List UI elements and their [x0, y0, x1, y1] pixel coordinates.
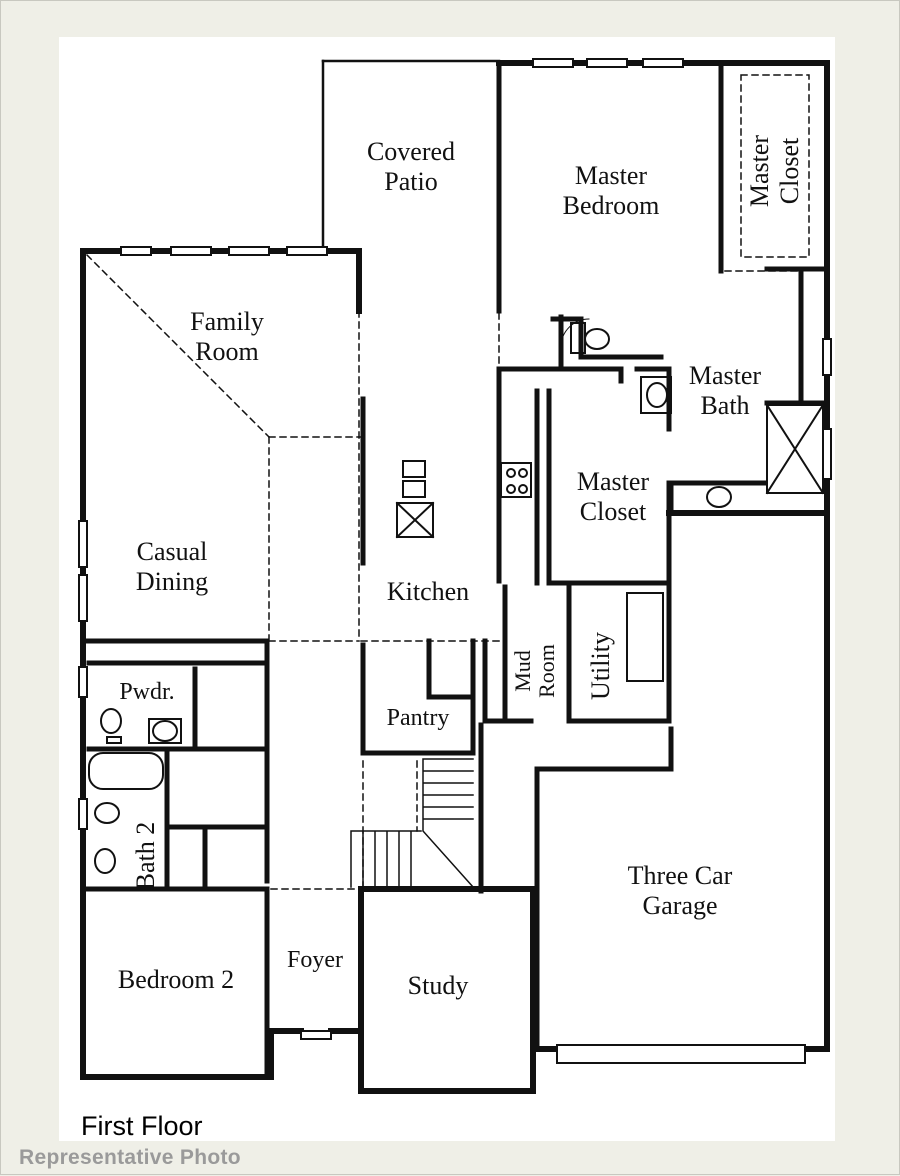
master-bedroom-label: Master Bedroom [562, 161, 660, 220]
dashed-divisions [85, 74, 810, 890]
windows [78, 58, 832, 1064]
pantry-label: Pantry [386, 705, 450, 731]
floor-plan-sheet [59, 37, 835, 1141]
stairs [350, 758, 475, 889]
master-bath-label: Master Bath [688, 361, 762, 420]
family-room-label: Family Room [190, 307, 264, 366]
three-car-garage-label: Three Car Garage [627, 861, 733, 920]
study-label: Study [407, 971, 469, 1000]
master-closet-top-label: Master Closet [745, 134, 804, 208]
kitchen-label: Kitchen [386, 577, 470, 606]
foyer-label: Foyer [287, 947, 343, 973]
floor-title: First Floor [81, 1111, 203, 1141]
fixtures [88, 318, 732, 874]
bath-2-label: Bath 2 [131, 821, 160, 891]
master-closet-label: Master Closet [576, 467, 650, 526]
pwdr-label: Pwdr. [119, 679, 175, 705]
casual-dining-label: Casual Dining [135, 537, 209, 596]
bedroom-2-label: Bedroom 2 [117, 965, 235, 994]
mud-room-label: Mud Room [510, 644, 559, 698]
interior-walls [80, 60, 830, 1080]
watermark-text: Representative Photo [19, 1146, 241, 1169]
covered-patio-label: Covered Patio [366, 137, 456, 196]
utility-label: Utility [586, 632, 615, 700]
shower [765, 403, 825, 495]
